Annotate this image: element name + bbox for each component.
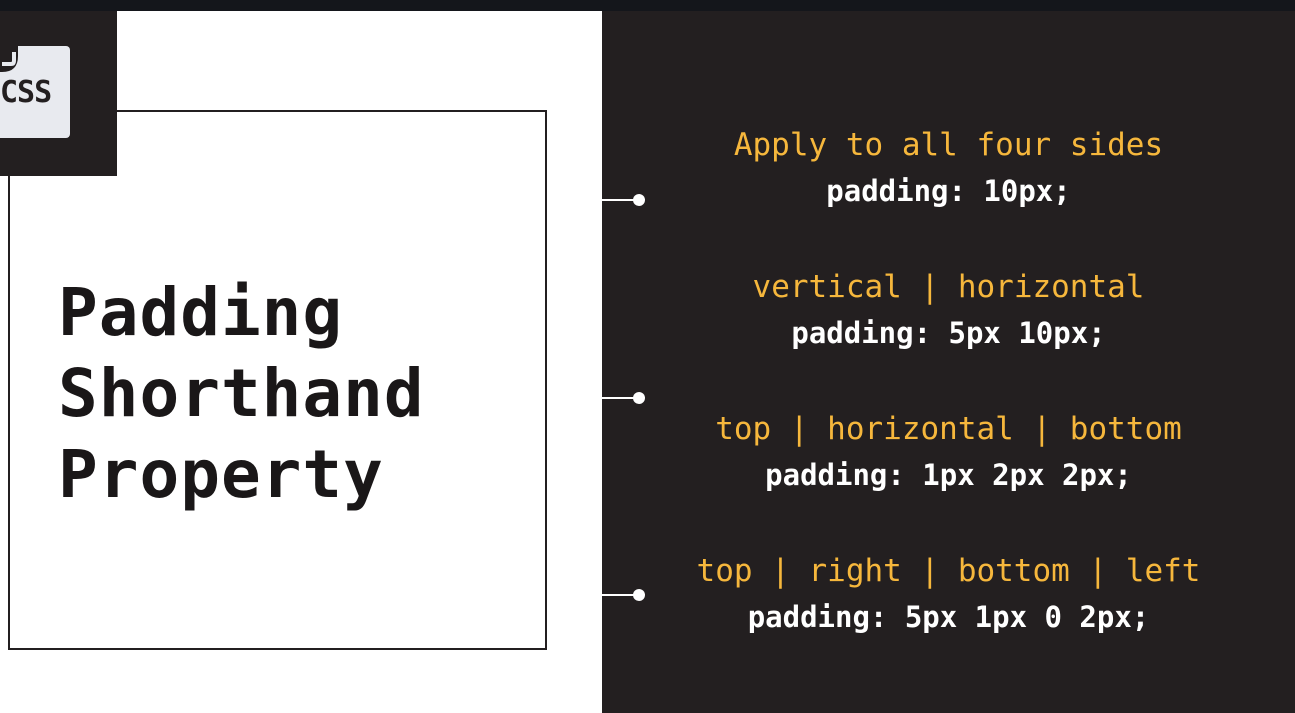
rule-code: padding: 10px; bbox=[826, 174, 1071, 208]
connector-line-2 bbox=[602, 392, 645, 404]
rule-label: vertical | horizontal bbox=[752, 269, 1145, 305]
rule-label: top | horizontal | bottom bbox=[715, 411, 1182, 447]
rule-label: top | right | bottom | left bbox=[696, 553, 1201, 589]
rules-panel bbox=[602, 11, 1295, 713]
css-file-icon: CSS bbox=[0, 46, 70, 138]
file-corner-icon bbox=[0, 46, 18, 72]
rule-vertical-horizontal: vertical | horizontal padding: 5px 10px; bbox=[602, 268, 1295, 353]
rule-all-sides: Apply to all four sides padding: 10px; bbox=[602, 126, 1295, 211]
rule-code: padding: 5px 1px 0 2px; bbox=[747, 600, 1150, 634]
rule-code: padding: 5px 10px; bbox=[791, 316, 1106, 350]
rule-label: Apply to all four sides bbox=[733, 127, 1164, 163]
page-title: Padding Shorthand Property bbox=[58, 272, 425, 515]
rule-code: padding: 1px 2px 2px; bbox=[765, 458, 1132, 492]
rule-top-right-bottom-left: top | right | bottom | left padding: 5px… bbox=[602, 552, 1295, 637]
title-frame bbox=[8, 110, 547, 650]
connector-line-1 bbox=[602, 194, 645, 206]
rule-top-horizontal-bottom: top | horizontal | bottom padding: 1px 2… bbox=[602, 410, 1295, 495]
page-title-line: Padding bbox=[58, 274, 344, 351]
page-title-line: Shorthand bbox=[58, 355, 425, 432]
top-bar bbox=[0, 0, 1295, 11]
connector-line-3 bbox=[602, 589, 645, 601]
page-title-line: Property bbox=[58, 436, 384, 513]
css-logo-label: CSS bbox=[0, 75, 52, 110]
